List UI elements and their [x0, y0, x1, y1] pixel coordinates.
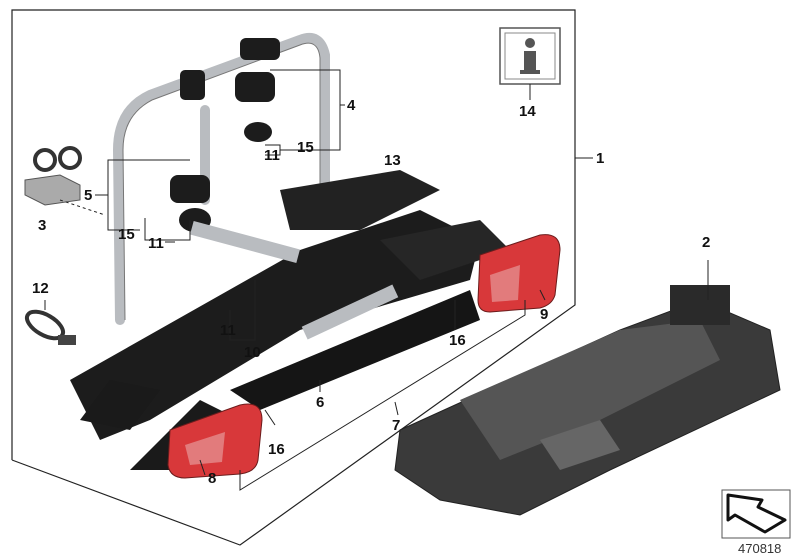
- callout-7: 7: [392, 417, 401, 434]
- info-icon: [499, 27, 561, 85]
- callout-5: 5: [84, 187, 93, 204]
- navigation-arrow-icon: [721, 489, 791, 539]
- callout-11-lower: 11: [220, 322, 236, 339]
- leader-lines: [44, 69, 709, 491]
- callout-1: 1: [596, 150, 605, 167]
- callout-2: 2: [702, 234, 711, 251]
- callout-14: 14: [519, 103, 536, 120]
- callout-9: 9: [540, 306, 549, 323]
- callout-15-lower: 15: [118, 226, 135, 243]
- callout-4: 4: [347, 97, 356, 114]
- bike-holder-arch-outline: [122, 42, 321, 321]
- callout-16-left: 16: [268, 441, 285, 458]
- callout-10: 10: [244, 344, 261, 361]
- storage-tray-2: [394, 285, 781, 516]
- callout-6: 6: [316, 394, 325, 411]
- callout-11-middle: 11: [148, 235, 164, 252]
- diagram-number: 470818: [738, 541, 782, 556]
- callout-8: 8: [208, 470, 217, 487]
- callout-15-upper: 15: [297, 139, 314, 156]
- part-holder-3: [24, 146, 82, 206]
- callout-16-right: 16: [449, 332, 466, 349]
- taillight-left: [167, 403, 263, 479]
- part-strap-12: [24, 309, 76, 345]
- callout-12: 12: [32, 280, 49, 297]
- callout-13: 13: [384, 152, 401, 169]
- frame-clamps: [170, 38, 280, 232]
- callout-3: 3: [38, 217, 47, 234]
- callout-11-upper: 11: [264, 147, 280, 164]
- taillight-right: [477, 234, 561, 313]
